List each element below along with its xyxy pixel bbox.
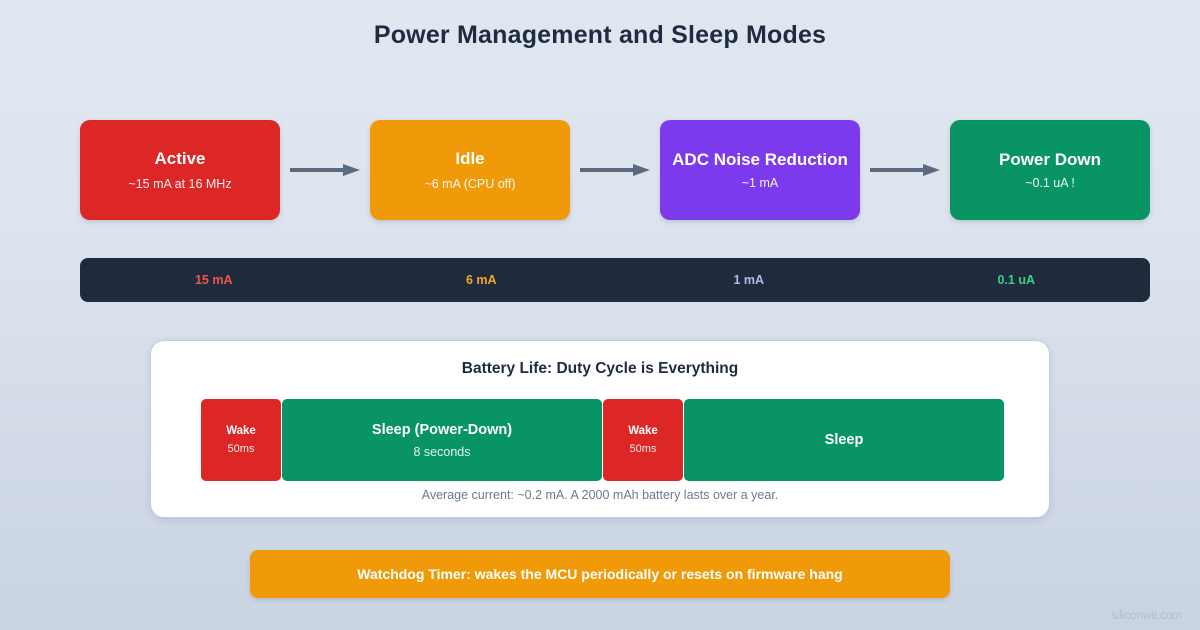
duty-segment-duration: 8 seconds [413, 444, 471, 459]
arrow-adc-to-power-down [870, 164, 940, 176]
state-box-active[interactable]: Active ~15 mA at 16 MHz [80, 120, 280, 220]
arrow-idle-to-adc [580, 164, 650, 176]
duty-segment-wake-2[interactable]: Wake 50ms [603, 399, 683, 481]
arrow-shaft [580, 168, 635, 172]
duty-segment-duration: 50ms [629, 443, 657, 455]
duty-segment-sleep-2[interactable]: Sleep [684, 399, 1004, 481]
state-box-detail: ~15 mA at 16 MHz [128, 177, 232, 191]
arrow-shaft [290, 168, 345, 172]
duty-segment-label: Sleep [824, 432, 864, 448]
state-flow-diagram: Active ~15 mA at 16 MHz Idle ~6 mA (CPU … [80, 120, 1150, 220]
scale-value-idle: 6 mA [465, 273, 497, 287]
state-box-idle[interactable]: Idle ~6 mA (CPU off) [370, 120, 570, 220]
state-box-title: Active [154, 149, 206, 168]
duty-cycle-note: Average current: ~0.2 mA. A 2000 mAh bat… [421, 488, 779, 502]
arrow-head-icon [923, 164, 940, 176]
scale-value-adc: 1 mA [733, 273, 765, 287]
arrow-shaft [870, 168, 925, 172]
page-title: Power Management and Sleep Modes [373, 21, 827, 49]
duty-segment-label: Wake [628, 425, 658, 437]
duty-cycle-card: Battery Life: Duty Cycle is Everything W… [150, 340, 1050, 518]
arrow-active-to-idle [290, 164, 360, 176]
duty-segment-wake-1[interactable]: Wake 50ms [201, 399, 281, 481]
scale-value-active: 15 mA [194, 273, 233, 287]
state-box-adc-noise-reduction[interactable]: ADC Noise Reduction ~1 mA [660, 120, 860, 220]
current-scale-bar: 15 mA 6 mA 1 mA 0.1 uA [80, 258, 1150, 302]
duty-cycle-timeline: Wake 50ms Sleep (Power-Down) 8 seconds W… [201, 399, 1004, 481]
state-box-title: Idle [455, 149, 485, 168]
watchdog-banner-text: Watchdog Timer: wakes the MCU periodical… [357, 566, 843, 582]
arrow-head-icon [343, 164, 360, 176]
duty-segment-duration: 50ms [227, 443, 255, 455]
state-box-title: ADC Noise Reduction [672, 150, 848, 169]
duty-segment-sleep-power-down[interactable]: Sleep (Power-Down) 8 seconds [282, 399, 602, 481]
duty-segment-label: Wake [226, 425, 256, 437]
duty-cycle-title: Battery Life: Duty Cycle is Everything [461, 360, 739, 377]
state-box-title: Power Down [998, 150, 1101, 169]
arrow-head-icon [633, 164, 650, 176]
state-box-detail: ~0.1 uA ! [1025, 176, 1075, 190]
state-box-power-down[interactable]: Power Down ~0.1 uA ! [950, 120, 1150, 220]
state-box-detail: ~1 mA [741, 176, 779, 190]
scale-value-power-down: 0.1 uA [997, 273, 1035, 287]
state-box-detail: ~6 mA (CPU off) [424, 177, 516, 191]
watchdog-banner[interactable]: Watchdog Timer: wakes the MCU periodical… [250, 550, 950, 598]
site-watermark: siliconwit.com [1111, 610, 1182, 622]
duty-segment-label: Sleep (Power-Down) [371, 421, 513, 438]
